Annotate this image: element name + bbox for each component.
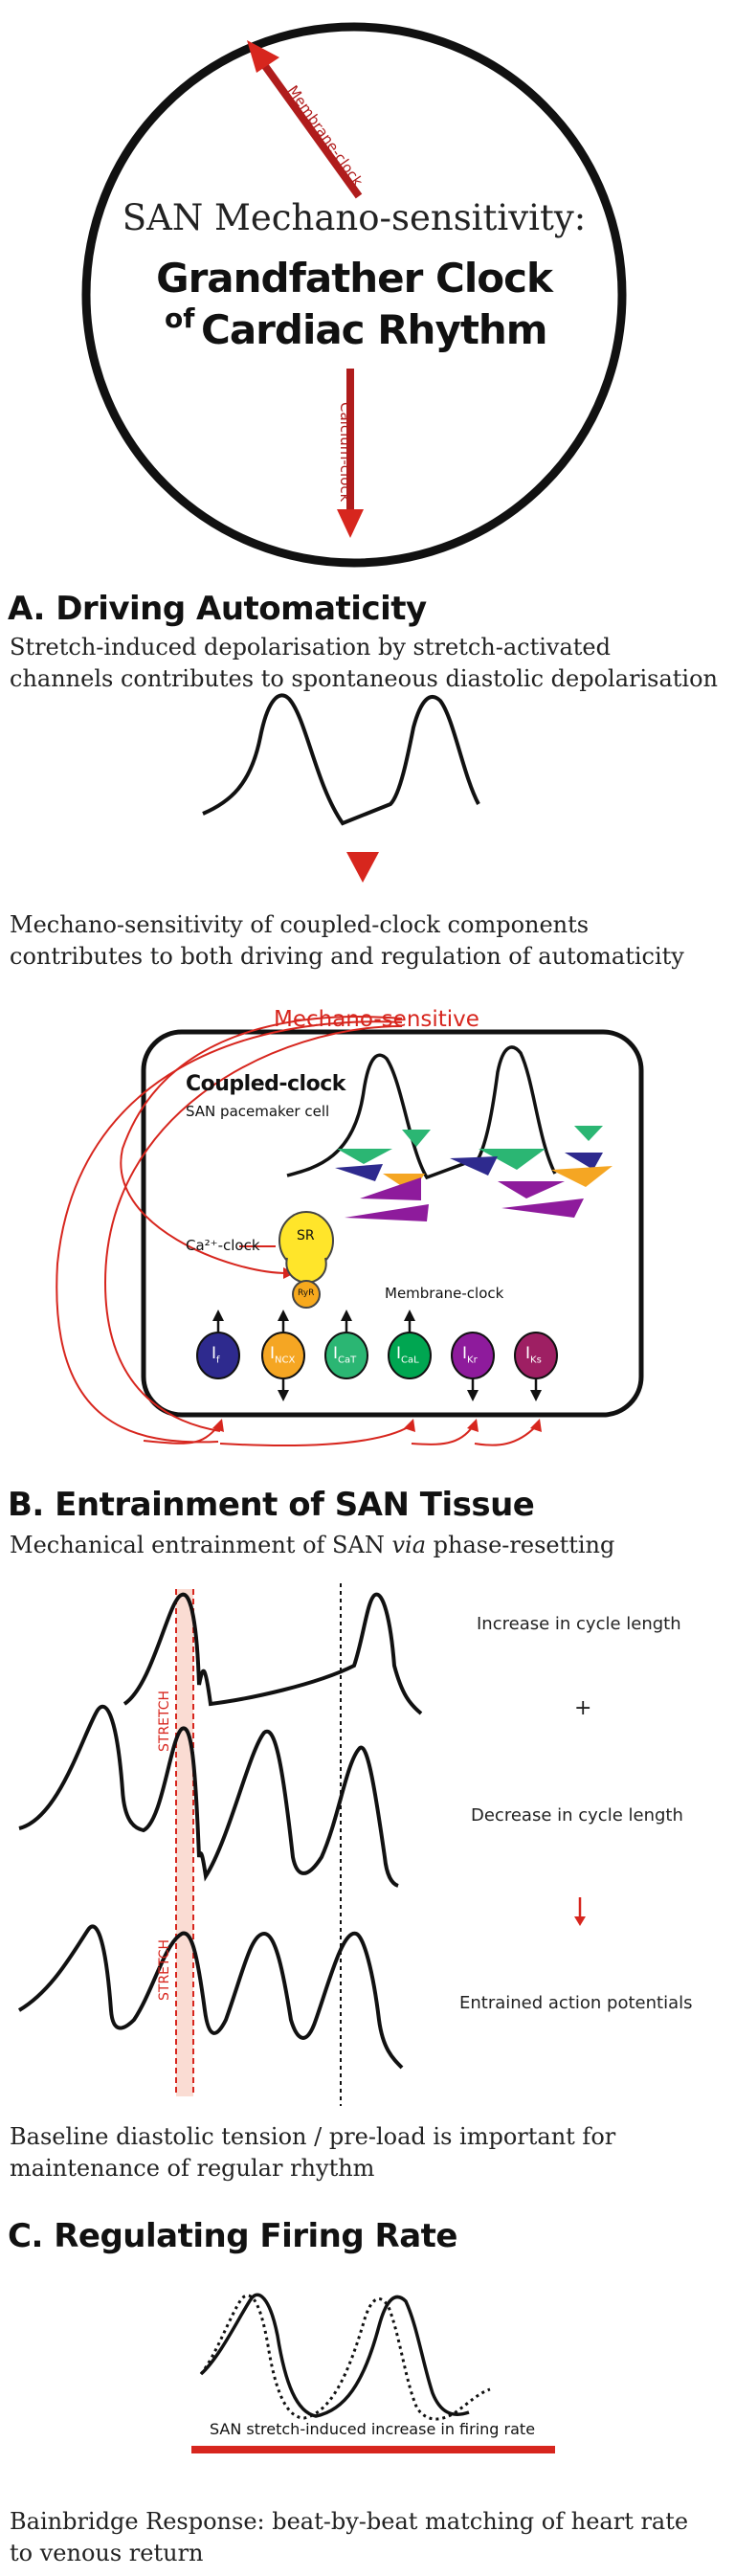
row2-trace — [18, 1704, 399, 1888]
section-b-text2: Baseline diastolic tension / pre-load is… — [10, 2123, 616, 2182]
section-c-heading: C. Regulating Firing Rate — [8, 2217, 458, 2255]
ryr-label: RyR — [298, 1288, 315, 1298]
section-a-text1: Stretch-induced depolarisation by stretc… — [10, 634, 719, 692]
triangle-navy-3 — [565, 1153, 603, 1170]
triangle-green-1 — [402, 1130, 431, 1147]
section-b-heading: B. Entrainment of SAN Tissue — [8, 1486, 535, 1524]
cell-ap-trace — [286, 1045, 557, 1180]
clock-face — [81, 22, 627, 568]
firing-rate-bar-label: SAN stretch-induced increase in firing r… — [209, 2420, 536, 2438]
triangle-green-2 — [574, 1126, 603, 1141]
mechano-arrow-outer — [56, 1020, 403, 1444]
solid-trace — [199, 2293, 470, 2418]
membrane-clock-hand-label: Membrane-clock — [284, 82, 367, 190]
section-a-heading: A. Driving Automaticity — [8, 590, 427, 628]
triangle-purple-1 — [360, 1177, 421, 1200]
triangle-purple-4 — [501, 1198, 584, 1218]
section-b-text1: Mechanical entrainment of SAN via phase-… — [10, 1532, 615, 1558]
channel-icat — [324, 1332, 368, 1379]
triangle-green-4 — [479, 1149, 546, 1170]
firing-rate-diagram — [191, 2293, 555, 2453]
triangle-purple-3 — [345, 1204, 429, 1221]
triangle-green-3 — [337, 1149, 392, 1164]
pacemaker-cell-outline — [141, 1029, 644, 1418]
membrane-clock-hand — [256, 56, 363, 199]
triangle-purple-2 — [498, 1181, 565, 1198]
section-a-action-potential — [202, 693, 480, 883]
ca-clock-label: Ca²⁺-clock — [186, 1237, 260, 1254]
sr-organelle — [278, 1211, 334, 1309]
section-a-text2: Mechano-sensitivity of coupled-clock com… — [10, 911, 684, 970]
channel-ikr-label: IKr — [462, 1344, 478, 1366]
channel-iks — [514, 1332, 558, 1379]
coupled-clock-title: Coupled-clock — [186, 1072, 345, 1096]
channel-incx — [261, 1332, 305, 1379]
mechano-sensitive-label: Mechano-sensitive — [274, 1007, 479, 1032]
channel-ikr — [451, 1332, 495, 1379]
plus-sign: + — [574, 1696, 592, 1720]
clock-title-line1: SAN Mechano-sensitivity: — [122, 197, 587, 238]
row3-trace — [17, 1924, 404, 2070]
triangle-navy-2 — [450, 1156, 498, 1176]
clock-title-line2: Grandfather Clock — [156, 255, 553, 302]
clock-title-of: of — [165, 302, 195, 334]
channel-incx-label: INCX — [270, 1344, 296, 1366]
membrane-clock-arrowhead — [247, 40, 279, 73]
entrainment-diagram: STRETCH STRETCH — [17, 1583, 586, 2106]
section-c-text1: Bainbridge Response: beat-by-beat matchi… — [10, 2508, 689, 2566]
calcium-clock-arrowhead — [337, 509, 364, 538]
action-potential-trace — [202, 693, 480, 826]
triangle-navy-1 — [335, 1164, 383, 1181]
row3-label: Entrained action potentials — [459, 1993, 693, 2013]
row1-label: Increase in cycle length — [477, 1614, 681, 1634]
channel-if-label: If — [212, 1344, 220, 1366]
sr-label: SR — [297, 1228, 315, 1243]
row1-trace — [122, 1592, 423, 1715]
channel-iks-label: IKs — [525, 1344, 542, 1366]
mechano-arrow-ca — [120, 1016, 403, 1274]
ryr-receptor — [292, 1280, 321, 1309]
stretch-band — [176, 1589, 193, 2096]
stretch-label-2: STRETCH — [157, 1939, 172, 2001]
stretch-label-1: STRETCH — [157, 1691, 172, 1752]
grandfather-clock-diagram: Membrane-clock Calcium-clock — [81, 22, 627, 568]
row2-label: Decrease in cycle length — [471, 1805, 683, 1826]
coupled-clock-diagram — [56, 1016, 644, 1447]
down-arrow-red — [346, 852, 379, 883]
channel-ical — [388, 1332, 432, 1379]
cell-subtitle: SAN pacemaker cell — [186, 1103, 330, 1120]
calcium-clock-hand-label: Calcium-clock — [337, 402, 354, 503]
membrane-clock-label: Membrane-clock — [385, 1285, 504, 1302]
firing-rate-bar — [191, 2446, 555, 2453]
clock-title-line3: Cardiac Rhythm — [201, 306, 548, 353]
triangle-orange-2 — [551, 1166, 612, 1187]
mechano-arrow-inner — [103, 1025, 403, 1432]
channel-icat-label: ICaT — [333, 1344, 357, 1366]
channel-if — [196, 1332, 240, 1379]
channel-ical-label: ICaL — [396, 1344, 419, 1366]
